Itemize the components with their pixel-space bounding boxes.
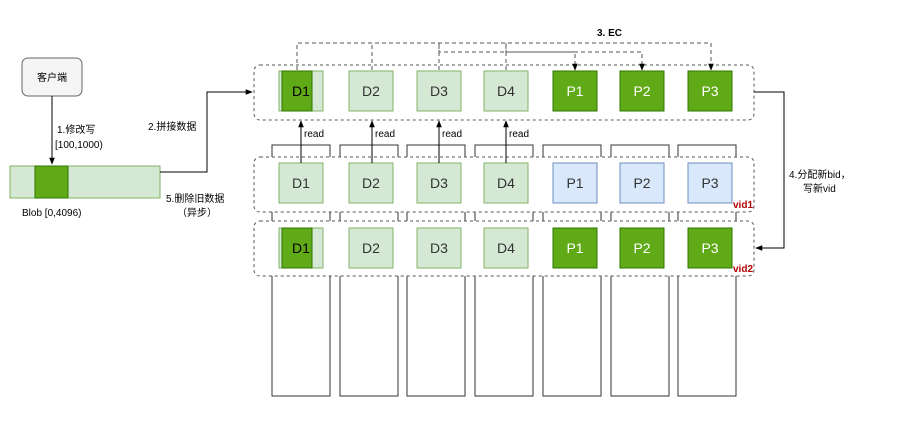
delete-label-line2: （异步）	[177, 207, 217, 219]
alloc-label-line1: 4.分配新bid，	[789, 168, 851, 181]
block-p3	[687, 70, 733, 112]
block-p3	[687, 227, 733, 269]
block-label: D1	[292, 240, 310, 256]
stripe-new-blocks: D1 D2 D3 D4 P1 P2 P3	[278, 70, 733, 112]
block-label: D1	[292, 83, 310, 99]
delete-label-line1: 5.删除旧数据	[166, 192, 224, 205]
modify-write-label: 1.修改写	[57, 123, 95, 136]
vid1-tag: vid1	[733, 200, 753, 211]
blob-bar	[9, 165, 161, 199]
block-d4	[483, 227, 529, 269]
block-label: D1	[292, 175, 310, 191]
read-label: read	[304, 129, 324, 140]
block-d3	[416, 227, 462, 269]
block-label: P2	[633, 83, 650, 99]
block-label: P1	[566, 83, 583, 99]
block-modified-region	[281, 70, 313, 112]
alloc-arrow	[754, 91, 785, 251]
block-p2	[619, 227, 665, 269]
ec-label: 3. EC	[597, 28, 622, 39]
vid2-tag: vid2	[733, 264, 753, 275]
block-label: P1	[566, 240, 583, 256]
block-label: D3	[430, 175, 448, 191]
block-d2	[348, 227, 394, 269]
block-d3	[416, 70, 462, 112]
block-label: P3	[701, 83, 718, 99]
block-d1	[278, 162, 324, 204]
client-label: 客户端	[37, 71, 67, 84]
splice-arrow	[160, 89, 253, 173]
block-p2	[619, 162, 665, 204]
block-label: P2	[633, 175, 650, 191]
block-label: D2	[362, 175, 380, 191]
block-label: P2	[633, 240, 650, 256]
block-p1	[552, 70, 598, 112]
block-p3	[687, 162, 733, 204]
block-label: P1	[566, 175, 583, 191]
block-modified-region	[281, 227, 313, 269]
block-label: D3	[430, 83, 448, 99]
block-label: P3	[701, 240, 718, 256]
block-p2	[619, 70, 665, 112]
ec-to-p2	[505, 43, 645, 71]
block-label: D2	[362, 83, 380, 99]
block-label: D4	[497, 240, 515, 256]
block-d4	[483, 162, 529, 204]
blob-modified-region	[34, 165, 69, 199]
alloc-label-line2: 写新vid	[803, 182, 836, 195]
read-label: read	[509, 129, 529, 140]
splice-label: 2.拼接数据	[148, 120, 196, 133]
block-d4	[483, 70, 529, 112]
ec-top-line	[296, 42, 714, 71]
ec-connector	[296, 42, 714, 71]
stripe-vid2-blocks: D1 D2 D3 D4 P1 P2 P3	[278, 227, 733, 269]
block-label: D3	[430, 240, 448, 256]
block-label: D4	[497, 83, 515, 99]
block-p1	[552, 227, 598, 269]
block-label: D4	[497, 175, 515, 191]
blob-label: Blob [0,4096)	[22, 208, 82, 219]
stripe-vid1-blocks: D1 D2 D3 D4 P1 P2 P3	[278, 162, 733, 204]
block-label: D2	[362, 240, 380, 256]
read-label: read	[442, 129, 462, 140]
read-label: read	[375, 129, 395, 140]
block-p1	[552, 162, 598, 204]
block-label: P3	[701, 175, 718, 191]
range-label: [100,1000)	[55, 140, 103, 151]
read-arrows: read read read read	[298, 120, 529, 163]
block-d2	[348, 162, 394, 204]
block-d2	[348, 70, 394, 112]
